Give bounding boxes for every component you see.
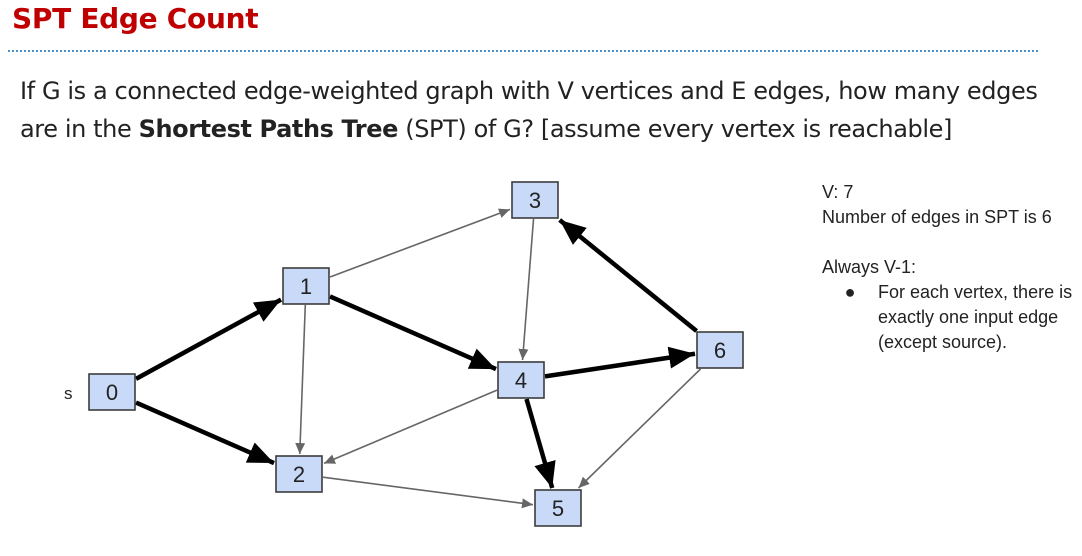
node-2-box — [275, 455, 323, 493]
source-label: s — [64, 384, 73, 403]
node-3-box — [511, 181, 559, 219]
edge-6-3-spt — [558, 218, 698, 333]
always-note: Always V-1: — [822, 257, 917, 277]
edge-0-2-spt — [135, 400, 275, 466]
node-4-label: 4 — [515, 368, 527, 393]
node-6-box — [696, 331, 744, 369]
node-6-label: 6 — [714, 338, 726, 363]
question-bold-term: Shortest Paths Tree — [138, 115, 399, 143]
node-3-label: 3 — [529, 188, 541, 213]
edge-3-4 — [518, 218, 535, 361]
node-5-box — [534, 489, 582, 527]
question-part1: If G is a connected edge-weighted graph … — [20, 77, 1038, 143]
node-2: 2 — [275, 455, 323, 493]
node-4-box — [497, 361, 545, 399]
edge-1-3 — [329, 208, 511, 278]
node-0-box — [88, 373, 136, 411]
edge-1-4-spt — [329, 294, 497, 372]
node-5: 5 — [534, 489, 582, 527]
edge-4-6-spt — [544, 346, 696, 379]
node-0: 0 — [88, 373, 136, 411]
spt-edge-count: Number of edges in SPT is 6 — [822, 207, 1052, 227]
edge-1-2 — [295, 304, 307, 455]
node-3: 3 — [511, 181, 559, 219]
edge-0-1-spt — [134, 297, 283, 381]
node-1-box — [282, 267, 330, 305]
node-4: 4 — [497, 361, 545, 399]
bullet-text: For each vertex, there is exactly one in… — [878, 282, 1073, 352]
edge-4-5-spt — [524, 398, 556, 489]
question-text: If G is a connected edge-weighted graph … — [20, 72, 1080, 148]
edge-layer — [134, 208, 702, 509]
node-1-label: 1 — [300, 274, 312, 299]
bullet-item: ● For each vertex, there is exactly one … — [822, 280, 1077, 355]
vertex-count: V: 7 — [822, 182, 854, 202]
edge-6-5 — [577, 368, 702, 489]
question-part2: (SPT) of G? [assume every vertex is reac… — [398, 115, 952, 143]
edge-4-2 — [323, 389, 498, 465]
title-divider — [8, 50, 1038, 52]
node-1: 1 — [282, 267, 330, 305]
notes-panel: V: 7 Number of edges in SPT is 6 Always … — [822, 180, 1077, 355]
node-5-label: 5 — [552, 496, 564, 521]
edge-2-5 — [322, 476, 534, 509]
node-2-label: 2 — [293, 462, 305, 487]
node-6: 6 — [696, 331, 744, 369]
node-layer: 0 1 2 3 4 5 6 — [88, 181, 744, 527]
node-0-label: 0 — [106, 380, 118, 405]
bullet-dot: ● — [844, 282, 856, 302]
slide-title: SPT Edge Count — [12, 2, 259, 35]
